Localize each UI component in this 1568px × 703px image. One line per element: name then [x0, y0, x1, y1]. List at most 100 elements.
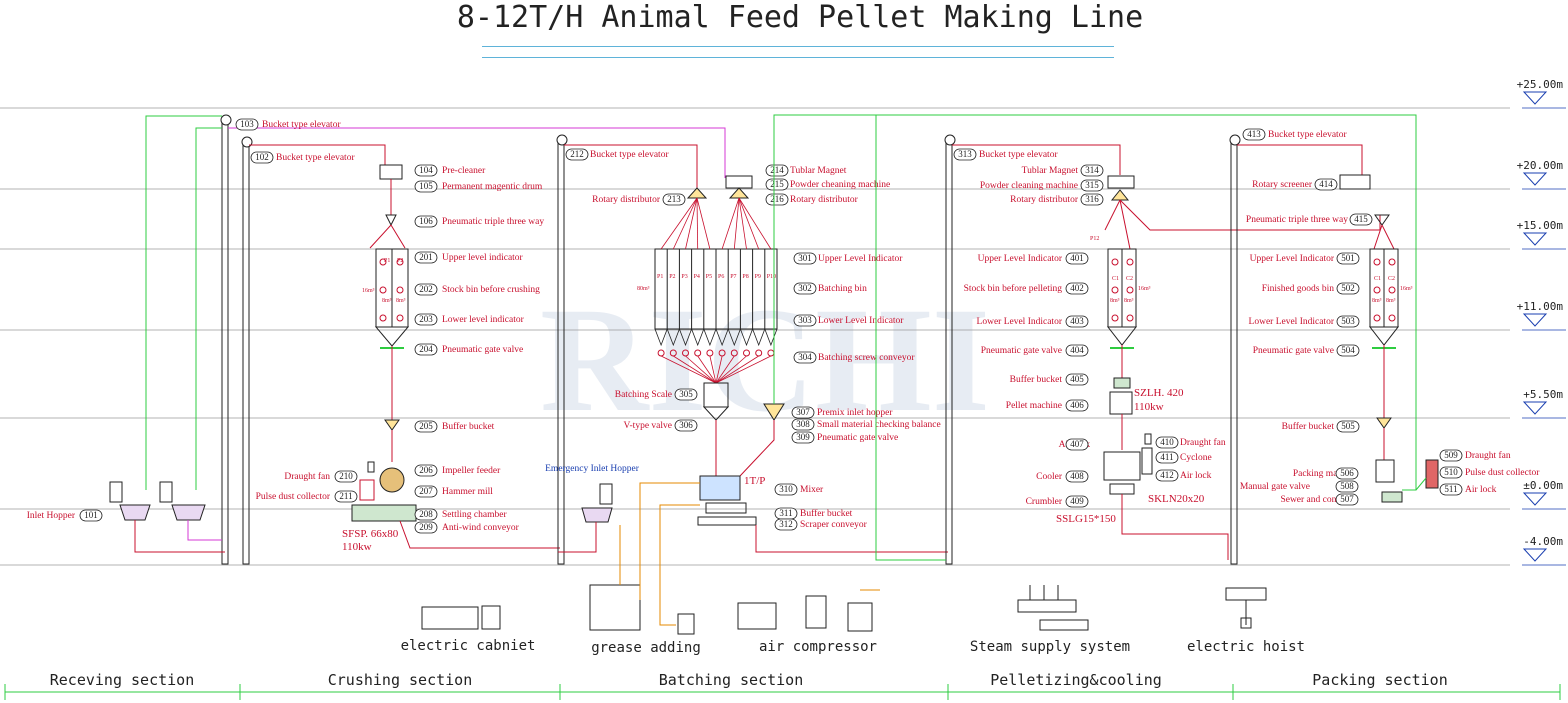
- label-205: Buffer bucket: [442, 421, 495, 432]
- number-badge: [1314, 178, 1338, 191]
- page-title: 8-12T/H Animal Feed Pellet Making Line: [456, 0, 1144, 35]
- bin-cone: [666, 328, 680, 347]
- discharge-line: [709, 355, 717, 384]
- number-badge: [414, 521, 438, 534]
- label-307: Premix inlet hopper: [817, 408, 893, 418]
- number-badge: [565, 148, 589, 161]
- bin-tag: P1: [657, 274, 663, 280]
- number-badge: [1335, 493, 1359, 506]
- level-marker: [1522, 172, 1548, 186]
- flow-line: [249, 144, 386, 165]
- title-underline: [482, 46, 1114, 47]
- electric-cabinet-icon: [421, 606, 479, 630]
- number-badge-text: 106: [419, 216, 433, 226]
- tublar-magnet-icon: [725, 175, 753, 189]
- number-badge: [765, 193, 789, 206]
- aux-label: air compressor: [759, 639, 877, 655]
- elevator-102: [242, 144, 250, 565]
- label-303: Lower Level Indicator: [818, 316, 904, 326]
- number-badge: [1242, 128, 1266, 141]
- bin-tag: P6: [718, 274, 724, 280]
- grease-line: [659, 504, 700, 626]
- number-badge-text: 306: [679, 420, 693, 430]
- number-badge-text: 415: [1354, 214, 1368, 224]
- bin-cone: [1368, 326, 1400, 346]
- label-415: Pneumatic triple three way: [1246, 215, 1348, 225]
- label-202: Stock bin before crushing: [442, 284, 540, 295]
- title-underline-2: [482, 57, 1114, 58]
- number-badge: [1155, 469, 1179, 482]
- hoist-hook-icon: [1240, 617, 1252, 629]
- bin-tag: C1: [1374, 276, 1381, 282]
- discharge-line: [697, 355, 717, 384]
- discharge-line: [715, 355, 772, 384]
- buffer-bucket-311: [705, 502, 747, 514]
- bin-tag: C2: [1388, 276, 1395, 282]
- number-badge: [1065, 399, 1089, 412]
- mixer-icon: [699, 475, 741, 501]
- level-marker: [1522, 548, 1548, 562]
- number-badge: [1336, 315, 1360, 328]
- draught-fan-icon: [367, 461, 375, 473]
- bin-tag: P9: [755, 274, 761, 280]
- number-badge-text: 216: [770, 194, 784, 204]
- bin-volume: 16m³: [362, 288, 375, 294]
- inlet-hopper-icon: [119, 504, 151, 521]
- label-503: Lower Level Indicator: [1249, 317, 1335, 327]
- label-316: Rotary distributor: [1010, 195, 1079, 205]
- number-badge-text: 405: [1070, 374, 1084, 384]
- number-badge: [1065, 315, 1089, 328]
- rotary-distributor-213: [686, 187, 708, 199]
- bin-cone: [752, 328, 766, 347]
- triple-way-icon: [385, 214, 397, 227]
- flow-line: [1119, 199, 1131, 250]
- bin-tag: P1: [384, 258, 390, 264]
- number-badge: [414, 215, 438, 228]
- number-badge-text: 207: [419, 486, 433, 496]
- number-badge: [1335, 480, 1359, 493]
- number-badge: [334, 470, 358, 483]
- flow-line: [390, 224, 406, 249]
- level-marker: [1522, 91, 1548, 105]
- distribution-line: [672, 197, 698, 250]
- bin-cell-vol: 8m³: [1386, 298, 1396, 304]
- distribution-line: [738, 197, 747, 250]
- bin-cone: [678, 328, 693, 347]
- label-215: Powder cheaning machine: [790, 180, 890, 190]
- grease-line: [639, 482, 700, 600]
- spec-mixer: 1T/P: [744, 475, 765, 487]
- number-badge-text: 315: [1085, 180, 1099, 190]
- discharge-line: [715, 355, 735, 384]
- number-badge: [1349, 213, 1373, 226]
- discharge-line: [685, 355, 717, 384]
- level-indicator-icon: [1373, 258, 1381, 266]
- bin-cone: [691, 328, 705, 347]
- loader-icon: [159, 481, 173, 503]
- bin-volume: 16m³: [1400, 286, 1413, 292]
- label-501: Upper Level Indicator: [1250, 254, 1335, 264]
- distribution-line: [738, 197, 772, 250]
- bin-cone: [703, 328, 717, 347]
- level-label: -4.00m: [1523, 535, 1563, 548]
- number-badge-text: 402: [1070, 283, 1084, 293]
- electric-cabinet-icon: [481, 605, 501, 630]
- label-403: Lower Level Indicator: [977, 317, 1063, 327]
- level-indicator-icon: [396, 314, 404, 322]
- number-badge-text: 501: [1341, 253, 1355, 263]
- number-badge: [1065, 252, 1089, 265]
- level-indicator-icon: [1388, 314, 1396, 322]
- label-412: Air lock: [1180, 471, 1212, 481]
- number-badge-text: 101: [84, 510, 98, 520]
- number-badge-text: 411: [1160, 452, 1173, 462]
- loader-icon: [599, 483, 613, 505]
- label-406: Pellet machine: [1006, 401, 1062, 411]
- spec-cooler: SKLN20x20: [1148, 493, 1205, 505]
- number-badge: [791, 418, 815, 431]
- number-badge-text: 215: [770, 179, 784, 189]
- bin-tag: P4: [694, 274, 700, 280]
- aux-label: electric hoist: [1187, 639, 1305, 655]
- number-badge: [414, 164, 438, 177]
- level-indicator-icon: [1111, 286, 1119, 294]
- number-badge: [1336, 252, 1360, 265]
- label-402: Stock bin before pelleting: [964, 283, 1063, 294]
